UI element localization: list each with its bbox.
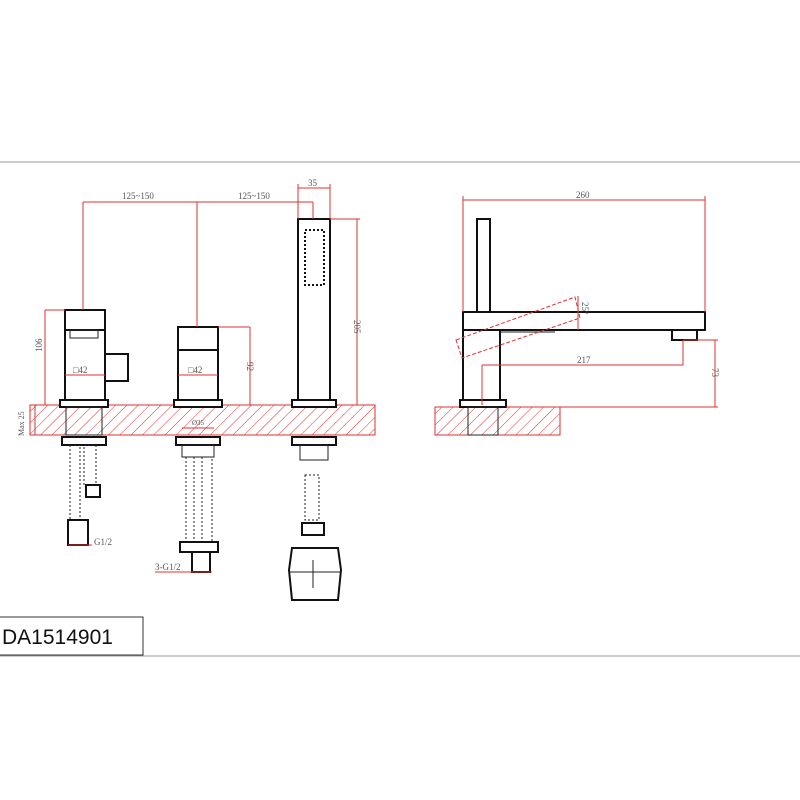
dim-deck-max: Max 25 bbox=[17, 411, 26, 436]
mixer-front-view bbox=[59, 309, 129, 546]
dim-mixer-height: 106 bbox=[34, 338, 44, 352]
diverter-valve-front-view bbox=[173, 326, 223, 573]
dim-spout-height: 73 bbox=[710, 368, 720, 378]
dimension-lines bbox=[34, 184, 718, 573]
dim-valve-square: □42 bbox=[188, 365, 202, 375]
model-code-box bbox=[0, 616, 144, 656]
dim-shower-width: 35 bbox=[308, 178, 318, 188]
dim-mixer-thread: G1/2 bbox=[94, 537, 112, 547]
dim-overall-length: 260 bbox=[576, 190, 590, 200]
dim-valve-thread: 3-G1/2 bbox=[155, 562, 181, 572]
hand-shower-front-view bbox=[287, 218, 343, 601]
dim-tilt-angle: 25° bbox=[580, 302, 590, 315]
dim-spacing-1: 125~150 bbox=[122, 191, 154, 201]
model-code: DA1514901 bbox=[2, 626, 113, 649]
dim-hole-diameter: Ø35 bbox=[192, 419, 205, 427]
dim-mixer-square: □42 bbox=[73, 365, 87, 375]
dim-spacing-2: 125~150 bbox=[238, 191, 270, 201]
dim-valve-height: 92 bbox=[245, 362, 255, 371]
bath-filler-side-view bbox=[455, 218, 706, 436]
dim-shower-height: 205 bbox=[352, 320, 362, 334]
dim-spout-reach: 217 bbox=[577, 355, 591, 365]
deck-section-front bbox=[29, 404, 376, 436]
